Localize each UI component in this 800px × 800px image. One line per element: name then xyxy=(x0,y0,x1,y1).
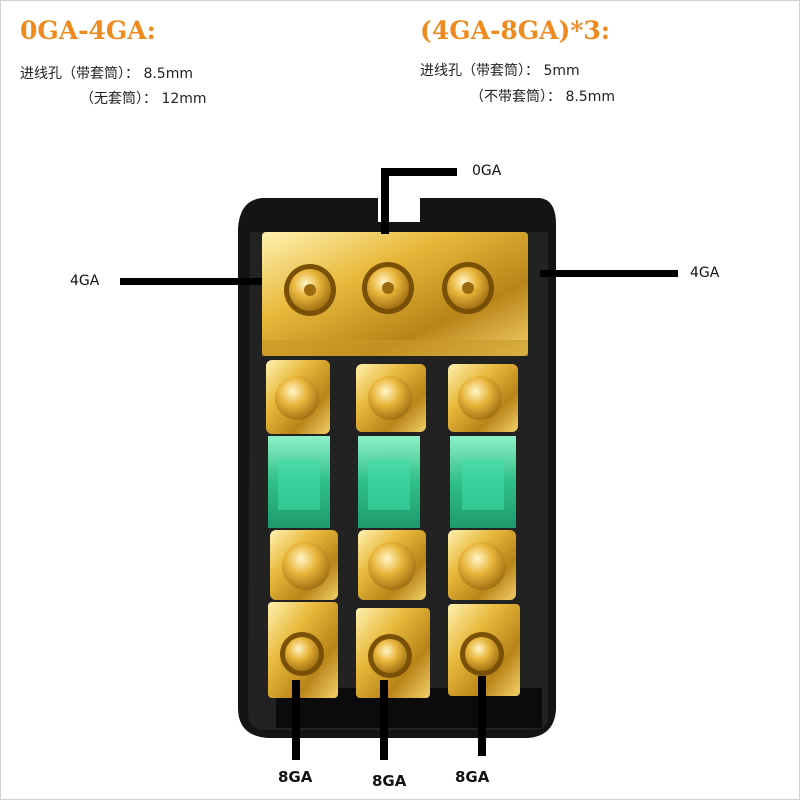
pointer-output-3 xyxy=(478,676,486,756)
label-left-input: 4GA xyxy=(70,273,100,289)
pointer-right xyxy=(540,270,678,277)
label-top-input: 0GA xyxy=(472,163,502,179)
label-output-1: 8GA xyxy=(278,768,313,786)
pointer-top-horizontal xyxy=(381,168,457,176)
pointer-output-2 xyxy=(380,680,388,760)
fuse-column-1 xyxy=(266,360,338,698)
label-output-3: 8GA xyxy=(455,768,490,786)
pointer-top-vertical xyxy=(381,168,389,234)
right-spec-title: (4GA-8GA)*3: xyxy=(420,16,611,45)
right-spec-line1: 进线孔（带套筒）： 5mm xyxy=(420,63,580,79)
pointer-output-1 xyxy=(292,680,300,760)
label-output-2: 8GA xyxy=(372,772,407,790)
left-spec-line1: 进线孔（带套筒）： 8.5mm xyxy=(20,66,193,82)
fuse-column-2 xyxy=(356,364,430,698)
left-spec-line2: （无套筒）： 12mm xyxy=(80,91,207,107)
left-spec-title: 0GA-4GA: xyxy=(20,16,156,45)
right-spec-line2: （不带套筒）： 8.5mm xyxy=(470,89,615,105)
fuse-column-3 xyxy=(448,364,520,696)
input-screws xyxy=(284,262,494,316)
label-right-input: 4GA xyxy=(690,265,720,281)
pointer-left xyxy=(120,278,262,285)
